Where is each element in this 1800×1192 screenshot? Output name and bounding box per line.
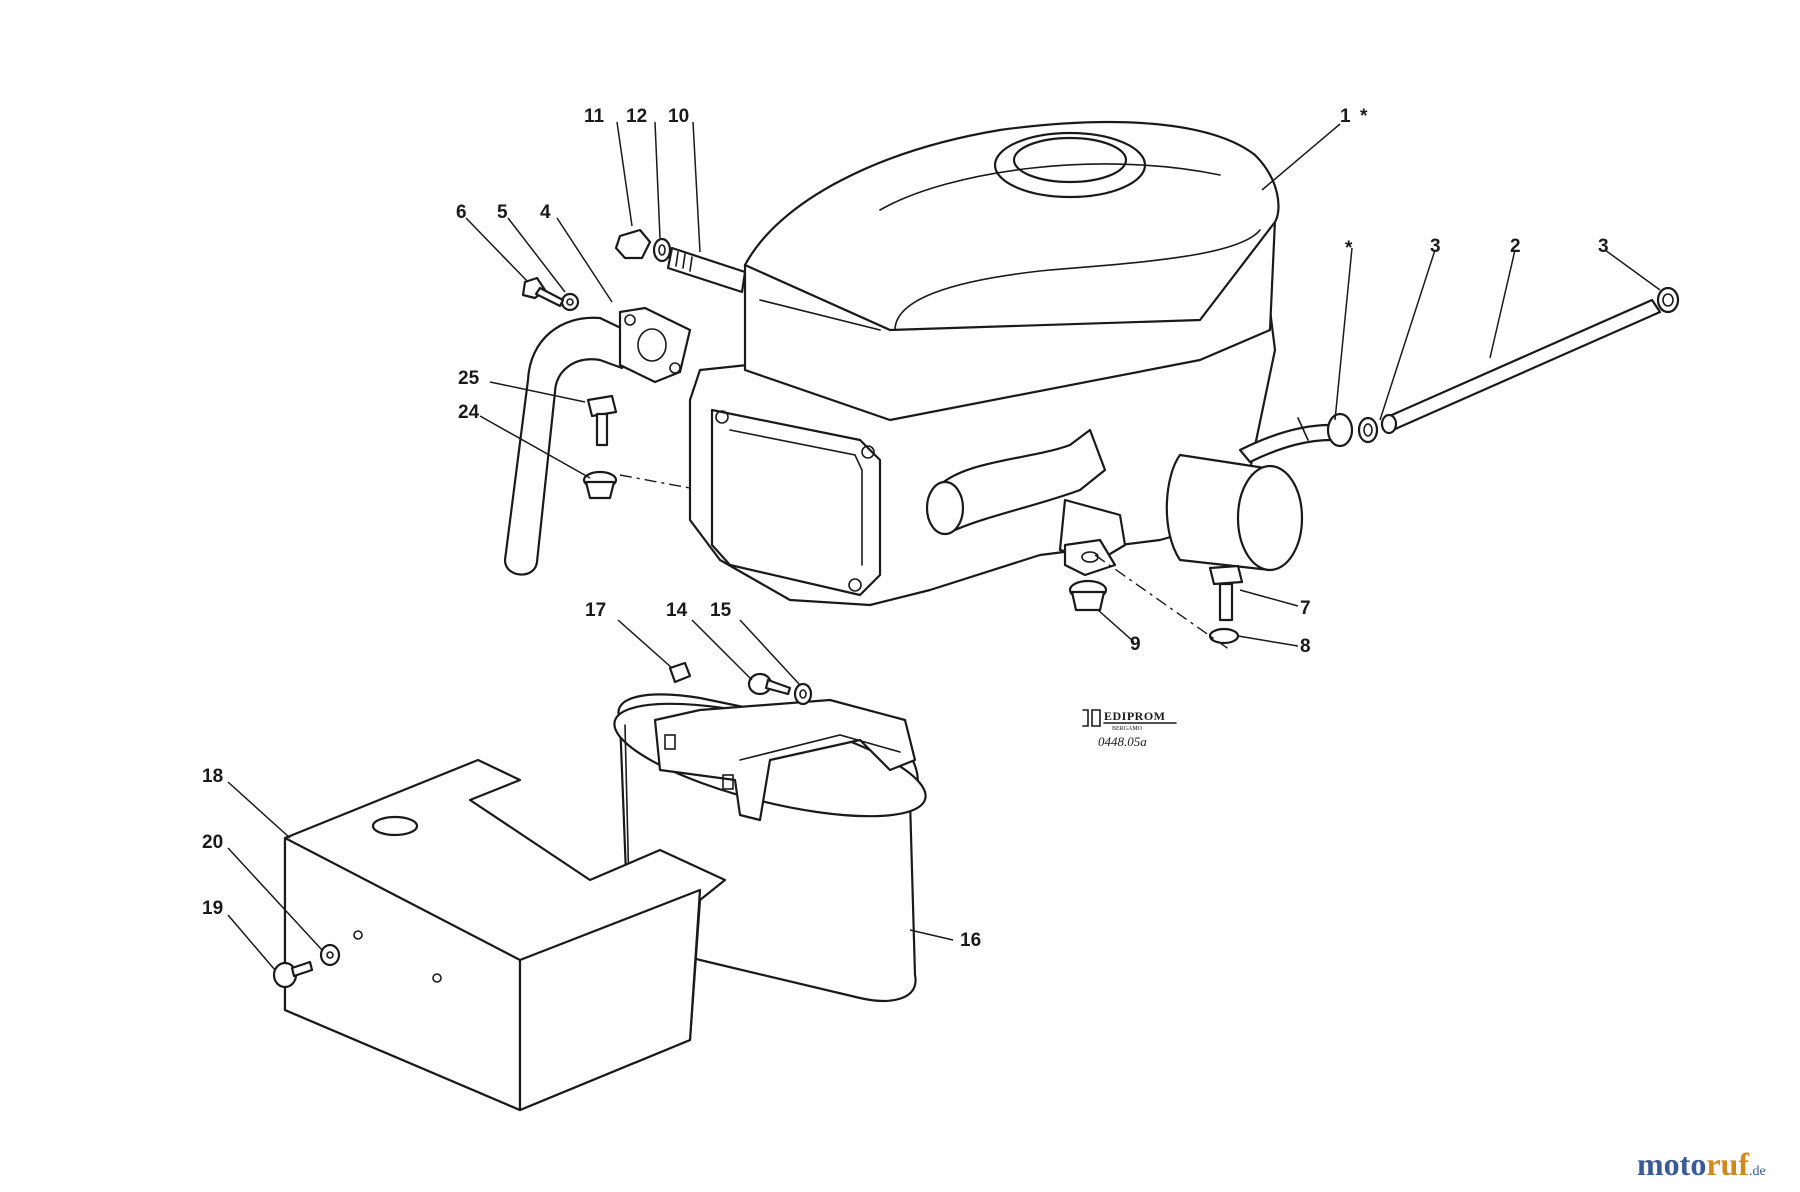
washer-20[interactable] xyxy=(319,943,341,967)
callout-1-star: * xyxy=(1360,106,1368,127)
callout-16: 16 xyxy=(960,930,981,951)
exhaust-gasket[interactable] xyxy=(618,306,692,384)
fuel-hose[interactable] xyxy=(1380,298,1662,435)
publisher-logo-mark xyxy=(1082,709,1101,727)
tank-cover[interactable] xyxy=(283,758,727,1112)
callout-14: 14 xyxy=(666,600,688,621)
callout-20: 20 xyxy=(202,832,223,853)
callout-1: 1 xyxy=(1340,106,1351,127)
callout-17: 17 xyxy=(585,600,606,621)
callout-8: 8 xyxy=(1300,636,1311,657)
exhaust-pipe[interactable] xyxy=(503,316,632,576)
callout-star: * xyxy=(1345,238,1353,259)
grommet-9[interactable] xyxy=(1068,579,1108,612)
clip-17[interactable] xyxy=(668,661,692,684)
watermark-part-a: moto xyxy=(1637,1146,1706,1182)
callout-5: 5 xyxy=(497,202,508,223)
nut-11[interactable] xyxy=(614,228,652,260)
callout-6: 6 xyxy=(456,202,467,223)
callout-10: 10 xyxy=(668,106,689,127)
publisher-name: EDIPROM xyxy=(1104,709,1166,723)
callout-12: 12 xyxy=(626,106,647,127)
grommet-24[interactable] xyxy=(582,470,618,500)
hose-clamp-left[interactable] xyxy=(1357,416,1379,444)
washer-12[interactable] xyxy=(652,237,672,263)
callout-15: 15 xyxy=(710,600,732,621)
washer-8[interactable] xyxy=(1208,627,1240,645)
hose-clamp-right[interactable] xyxy=(1656,286,1680,314)
callout-labels: 1 * * 3 2 3 11 12 10 6 5 4 25 24 7 9 8 1… xyxy=(202,106,1609,951)
callout-18: 18 xyxy=(202,766,223,787)
leader-lines xyxy=(227,121,1661,971)
drawing-number: 0448.05a xyxy=(1098,734,1147,749)
fuel-connector[interactable] xyxy=(1238,412,1354,464)
washer-5[interactable] xyxy=(560,292,580,312)
callout-2: 2 xyxy=(1510,236,1521,257)
callout-24: 24 xyxy=(458,402,480,423)
watermark-part-b: ruf xyxy=(1706,1146,1749,1182)
engine-assembly[interactable] xyxy=(688,120,1304,607)
callout-4: 4 xyxy=(540,202,551,223)
bolt-7[interactable] xyxy=(1208,564,1244,622)
svg-text:motoruf.de: motoruf.de xyxy=(1637,1146,1766,1182)
washer-15[interactable] xyxy=(793,682,813,706)
tank-bracket[interactable] xyxy=(653,698,917,822)
bolt-14[interactable] xyxy=(747,672,792,696)
bolt-25[interactable] xyxy=(586,394,618,447)
callout-19: 19 xyxy=(202,898,223,919)
publisher-city: BERGAMO xyxy=(1112,726,1143,732)
stud-10[interactable] xyxy=(666,246,747,294)
callout-7: 7 xyxy=(1300,598,1311,619)
watermark-part-c: .de xyxy=(1749,1164,1766,1179)
site-watermark: motoruf.de xyxy=(1637,1146,1766,1182)
screw-19[interactable] xyxy=(272,960,314,989)
callout-25: 25 xyxy=(458,368,480,389)
callout-3-right: 3 xyxy=(1598,236,1609,257)
bolt-6[interactable] xyxy=(521,276,565,308)
callout-11: 11 xyxy=(584,106,605,127)
callout-3-left: 3 xyxy=(1430,236,1441,257)
callout-9: 9 xyxy=(1130,634,1141,655)
publisher-stamp: EDIPROM BERGAMO 0448.05a xyxy=(1082,709,1177,749)
